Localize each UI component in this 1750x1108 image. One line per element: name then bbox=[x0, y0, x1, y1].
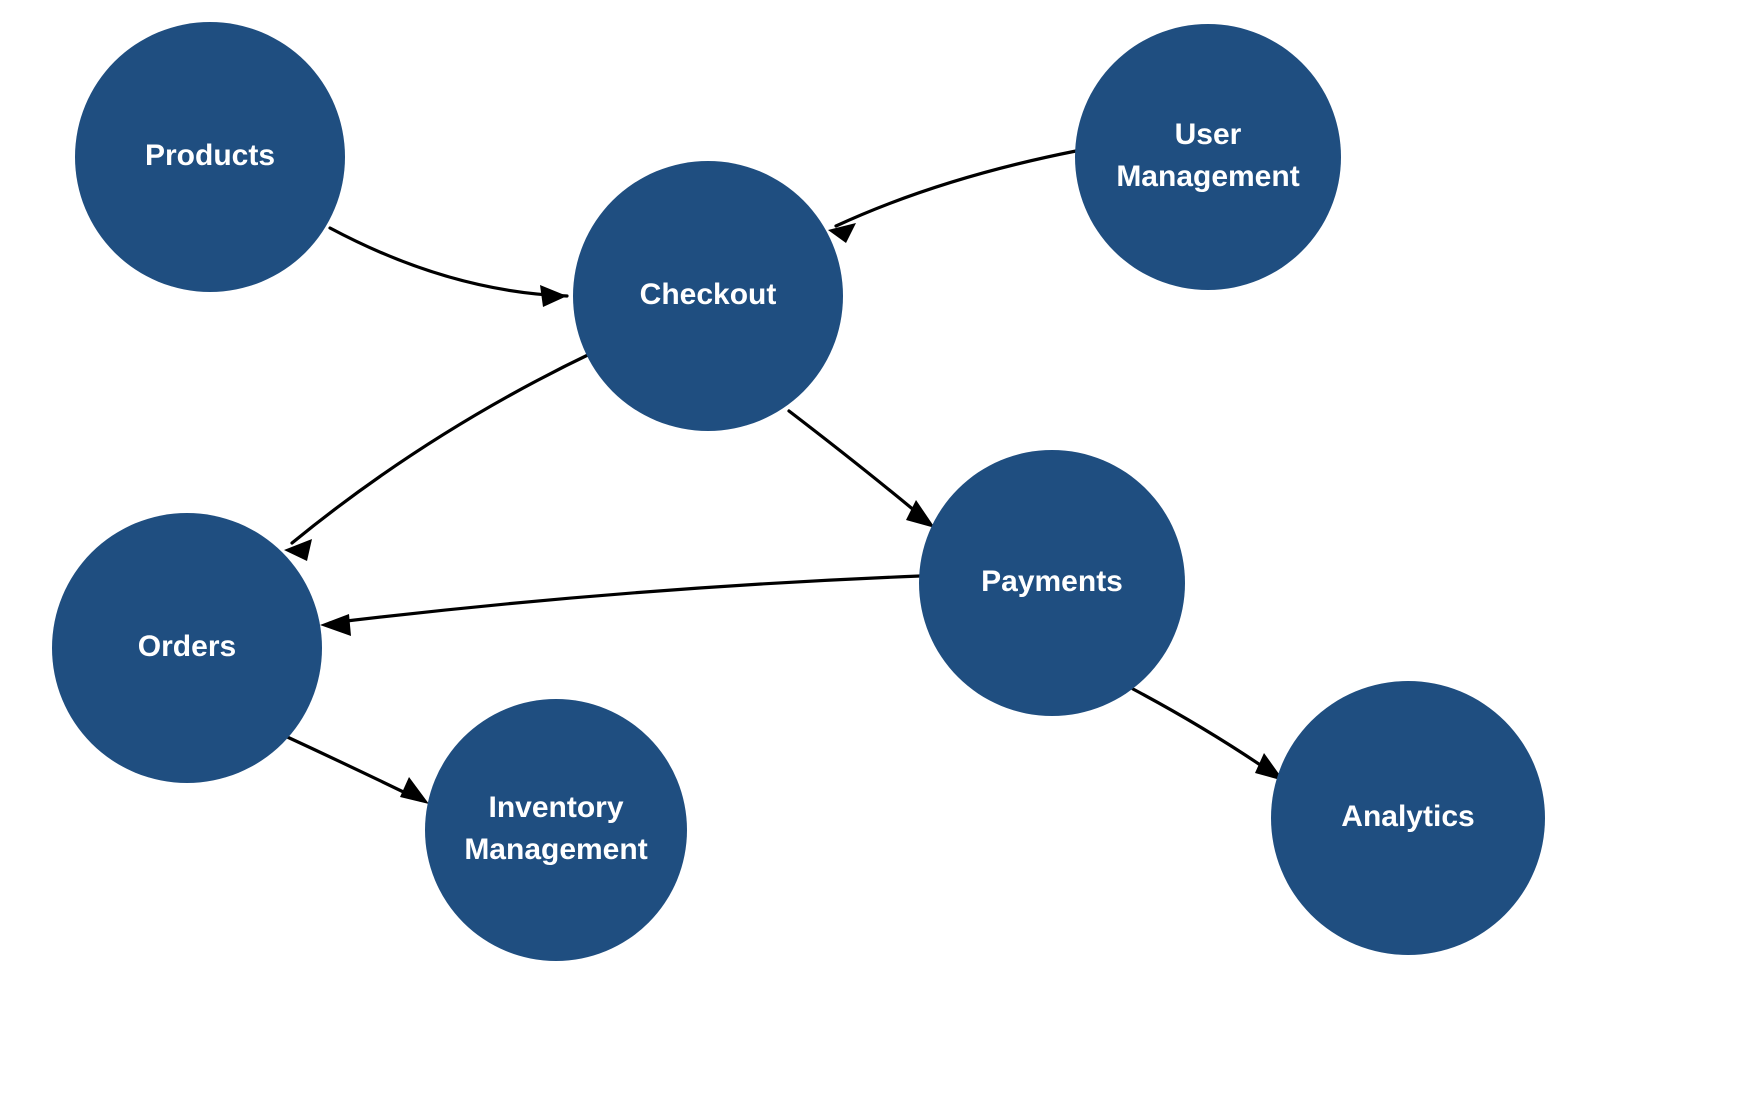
arrowhead-icon bbox=[400, 777, 429, 804]
edge-orders-to-inventory-management[interactable] bbox=[281, 733, 429, 804]
node-circle[interactable] bbox=[425, 699, 687, 961]
edge-line bbox=[787, 409, 929, 523]
arrowhead-icon bbox=[828, 223, 856, 243]
edge-line bbox=[328, 226, 569, 298]
edge-checkout-to-orders[interactable] bbox=[284, 349, 598, 561]
node-circle[interactable] bbox=[1271, 681, 1545, 955]
edge-user-management-to-checkout[interactable] bbox=[828, 149, 1078, 243]
arrowhead-icon bbox=[1255, 753, 1284, 781]
edge-products-to-checkout[interactable] bbox=[328, 226, 569, 307]
edge-line bbox=[834, 149, 1078, 228]
node-circle[interactable] bbox=[75, 22, 345, 292]
arrowhead-icon bbox=[284, 539, 312, 561]
arrowhead-icon bbox=[906, 500, 935, 528]
edge-line bbox=[328, 574, 922, 625]
node-circle[interactable] bbox=[919, 450, 1185, 716]
edge-line bbox=[290, 349, 598, 545]
node-circle[interactable] bbox=[573, 161, 843, 431]
edge-payments-to-orders[interactable] bbox=[320, 574, 922, 636]
node-circle[interactable] bbox=[52, 513, 322, 783]
arrowhead-icon bbox=[540, 285, 567, 307]
node-payments[interactable]: Payments bbox=[919, 450, 1185, 716]
arrowhead-icon bbox=[320, 614, 351, 636]
edge-checkout-to-payments[interactable] bbox=[787, 409, 935, 528]
node-analytics[interactable]: Analytics bbox=[1271, 681, 1545, 955]
edge-payments-to-analytics[interactable] bbox=[1131, 687, 1284, 781]
node-products[interactable]: Products bbox=[75, 22, 345, 292]
edge-line bbox=[281, 733, 422, 802]
node-checkout[interactable]: Checkout bbox=[573, 161, 843, 431]
edges-layer bbox=[281, 149, 1284, 804]
node-orders[interactable]: Orders bbox=[52, 513, 322, 783]
edge-line bbox=[1131, 687, 1277, 777]
node-circle[interactable] bbox=[1075, 24, 1341, 290]
